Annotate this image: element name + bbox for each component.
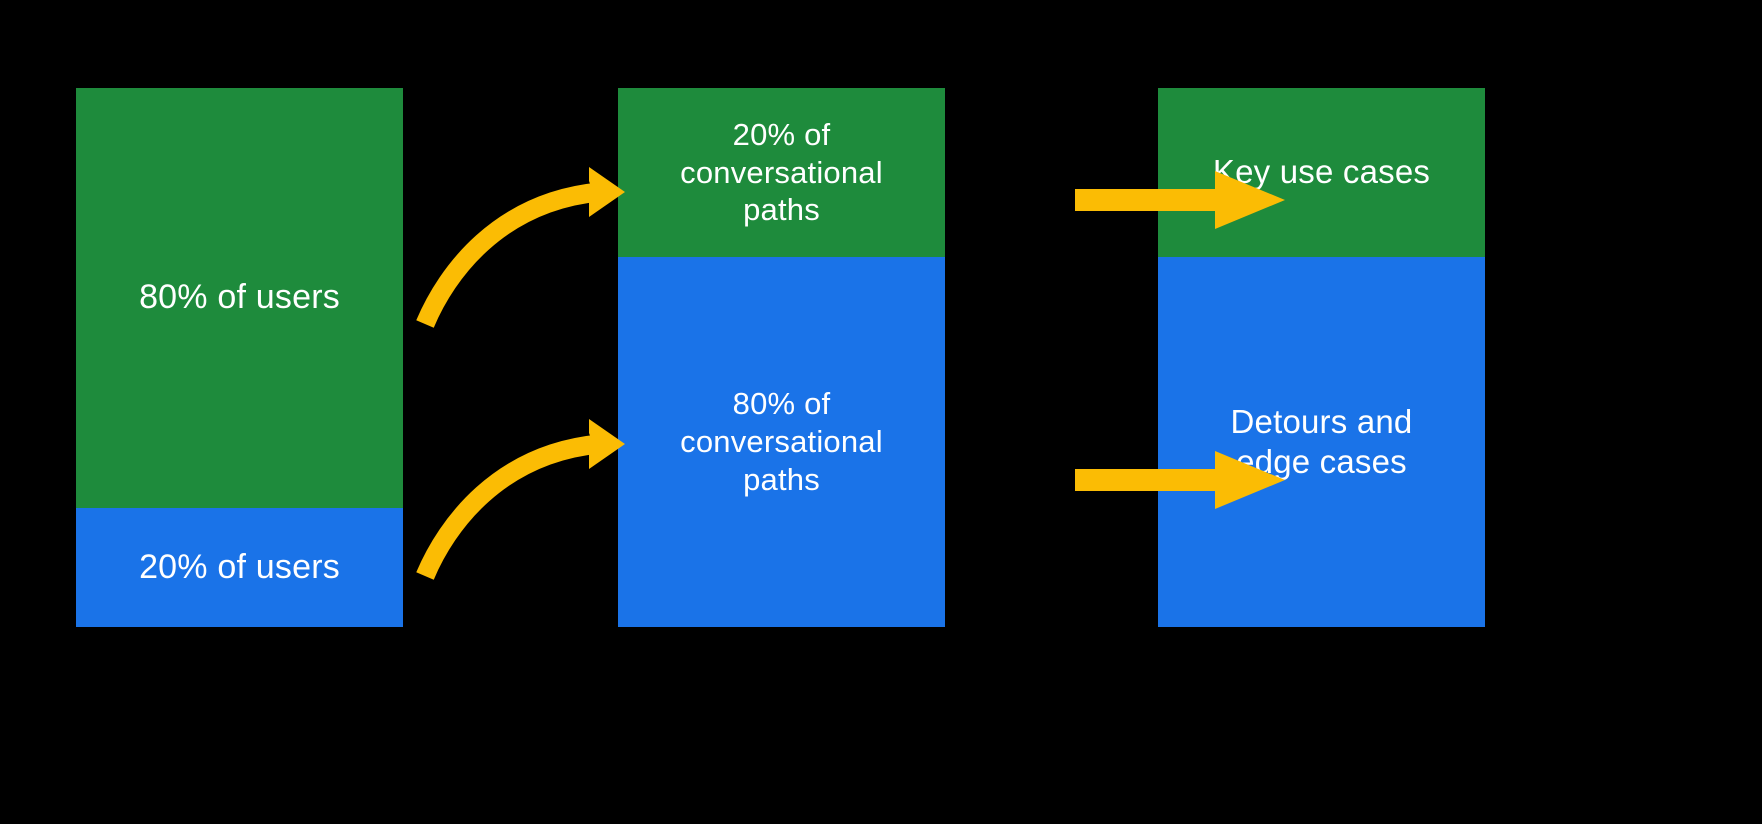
curved-connectors-group bbox=[416, 167, 625, 580]
straight-arrow-paths-to-key-use-cases-icon bbox=[1075, 171, 1285, 229]
segment-key-use-cases-label: Key use cases bbox=[1212, 153, 1431, 191]
column-users: 80% of users 20% of users bbox=[76, 88, 403, 627]
column-outcomes: Key use cases Detours and edge cases bbox=[1158, 88, 1485, 627]
segment-users-80: 80% of users bbox=[76, 88, 403, 508]
segment-key-use-cases: Key use cases bbox=[1158, 88, 1485, 257]
curved-arrow-users-to-detour-paths-icon bbox=[416, 419, 625, 580]
segment-paths-20-label: 20% of conversational paths bbox=[680, 116, 883, 228]
straight-connectors-group bbox=[1075, 171, 1285, 509]
segment-paths-20: 20% of conversational paths bbox=[618, 88, 945, 257]
segment-paths-80: 80% of conversational paths bbox=[618, 257, 945, 627]
segment-users-80-label: 80% of users bbox=[139, 278, 340, 317]
column-conversational-paths: 20% of conversational paths 80% of conve… bbox=[618, 88, 945, 627]
curved-arrow-users-to-key-paths-icon bbox=[416, 167, 625, 328]
segment-users-20-label: 20% of users bbox=[139, 547, 340, 586]
segment-detours-edge-cases: Detours and edge cases bbox=[1158, 257, 1485, 627]
segment-users-20: 20% of users bbox=[76, 508, 403, 627]
segment-paths-80-label: 80% of conversational paths bbox=[680, 386, 883, 497]
straight-arrow-paths-to-edge-cases-icon bbox=[1075, 451, 1285, 509]
